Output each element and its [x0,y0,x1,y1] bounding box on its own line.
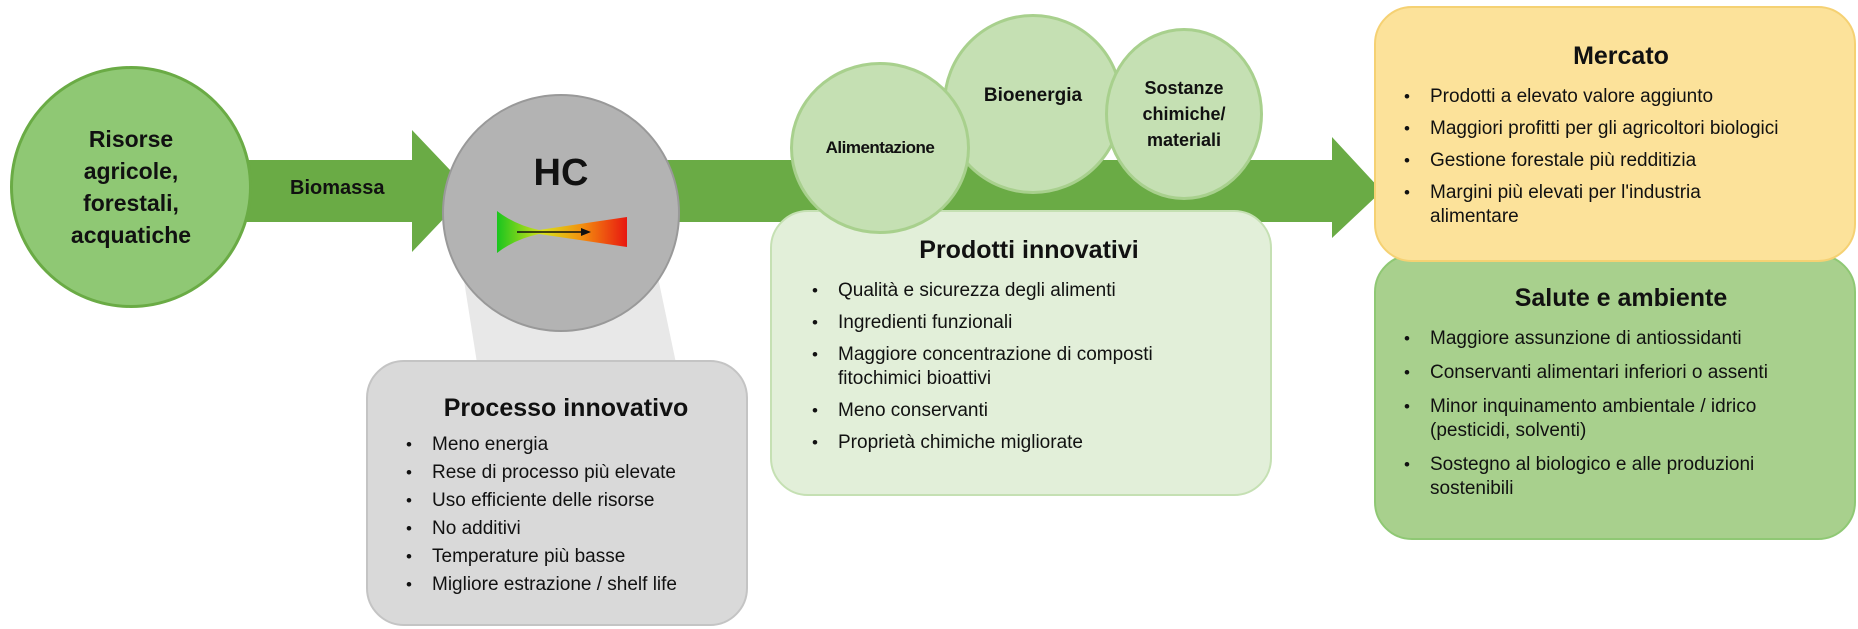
market-box: Mercato Prodotti a elevato valore aggiun… [1374,6,1856,262]
list-item: Meno conservanti [812,399,1246,423]
source-label-line: forestali, [83,190,179,216]
list-item: Meno energia [406,433,726,457]
list-item: Margini più elevati per l'industria alim… [1404,181,1790,229]
list-item: Maggiore concentrazione di composti fito… [812,343,1198,391]
list-item: Maggiore assunzione di antiossidanti [1404,327,1838,351]
biomass-arrow [238,130,470,252]
list-item: Maggiori profitti per gli agricoltori bi… [1404,117,1838,141]
source-resources-node: Risorse agricole, forestali, acquatiche [10,66,252,308]
list-item: Ingredienti funzionali [812,311,1246,335]
list-item: Prodotti a elevato valore aggiunto [1404,85,1838,109]
health-environment-box: Salute e ambiente Maggiore assunzione di… [1374,254,1856,540]
bubble-label: Alimentazione [825,138,935,157]
health-title: Salute e ambiente [1514,284,1728,312]
list-item: Temperature più basse [406,545,726,569]
innovative-process-box: Processo innovativo Meno energia Rese di… [366,360,748,626]
list-item: Uso efficiente delle risorse [406,489,726,513]
bubble-bioenergia: Bioenergia [943,14,1123,194]
process-title: Processo innovativo [443,394,689,422]
list-item: Minor inquinamento ambientale / idrico (… [1404,395,1840,443]
list-item: Migliore estrazione / shelf life [406,573,726,597]
list-item: Gestione forestale più redditizia [1404,149,1838,173]
source-label-line: acquatiche [70,222,192,248]
innovative-products-box: Prodotti innovativi Qualità e sicurezza … [770,210,1272,496]
bubble-alimentazione: Alimentazione [790,62,970,234]
source-label-line: Risorse [88,126,174,152]
hc-node: HC [442,94,680,332]
list-item: Proprietà chimiche migliorate [812,431,1246,455]
source-label-line: agricole, [83,158,179,184]
cavitation-nozzle-icon [497,210,627,253]
products-title: Prodotti innovativi [919,236,1139,264]
bubble-label: Bioenergia [983,85,1083,106]
biomass-label: Biomassa [290,177,385,199]
market-title: Mercato [1573,42,1669,70]
list-item: Qualità e sicurezza degli alimenti [812,279,1246,303]
hc-label: HC [533,151,589,194]
list-item: No additivi [406,517,726,541]
list-item: Conservanti alimentari inferiori o assen… [1404,361,1838,385]
list-item: Sostegno al biologico e alle produzioni … [1404,453,1840,501]
list-item: Rese di processo più elevate [406,461,726,485]
bubble-label: Sostanze chimiche/ materiali [1142,78,1226,150]
bubble-sostanze: Sostanze chimiche/ materiali [1105,28,1263,200]
